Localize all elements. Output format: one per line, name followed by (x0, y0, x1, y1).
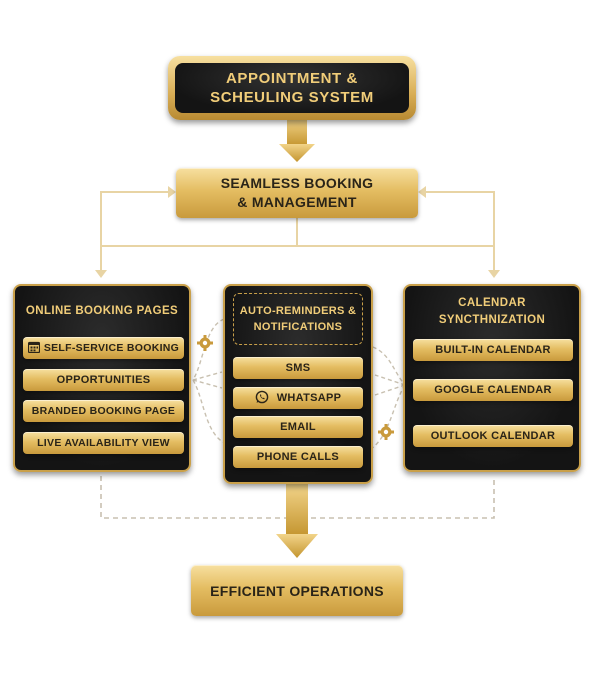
self-service-booking-button[interactable]: SELF-SERVICE BOOKING (23, 337, 184, 359)
efficient-operations-label: EFFICIENT OPERATIONS (210, 582, 384, 599)
seamless-line-2: & MANAGEMENT (237, 194, 357, 210)
live-availability-view-label: LIVE AVAILABILITY VIEW (37, 437, 170, 449)
email-button[interactable]: EMAIL (233, 416, 363, 438)
side-connectors (100, 191, 495, 272)
calendar-sync-title-line-2: SYNCTHNIZATION (438, 314, 546, 326)
arrow-to-efficient (276, 484, 318, 558)
arrow-title-to-booking (279, 118, 315, 162)
auto-reminders-title-line-2: NOTIFICATIONS (253, 321, 343, 333)
calendar-sync-title-line-1: CALENDAR (458, 297, 526, 309)
email-label: EMAIL (280, 421, 316, 433)
outlook-calendar-button[interactable]: OUTLOOK CALENDAR (413, 425, 573, 447)
self-service-booking-label: SELF-SERVICE BOOKING (43, 342, 180, 354)
sms-button[interactable]: SMS (233, 357, 363, 379)
dashed-right-loop (365, 344, 406, 453)
title-line-1: APPOINTMENT & (226, 70, 358, 87)
opportunities-button[interactable]: OPPORTUNITIES (23, 369, 184, 391)
branded-booking-page-button[interactable]: BRANDED BOOKING PAGE (23, 400, 184, 422)
seamless-line-1: SEAMLESS BOOKING (220, 175, 374, 191)
google-calendar-label: GOOGLE CALENDAR (434, 384, 552, 396)
phone-calls-button[interactable]: PHONE CALLS (233, 446, 363, 468)
efficient-operations-box: EFFICIENT OPERATIONS (191, 565, 403, 616)
online-booking-title: ONLINE BOOKING PAGES (25, 305, 179, 317)
built-in-calendar-button[interactable]: BUILT-IN CALENDAR (413, 339, 573, 361)
calendar-icon (27, 341, 40, 356)
live-availability-view-button[interactable]: LIVE AVAILABILITY VIEW (23, 432, 184, 454)
whatsapp-label: WHATSAPP (276, 392, 342, 404)
auto-reminders-title-box: AUTO-REMINDERS & NOTIFICATIONS (233, 293, 363, 345)
title-text: APPOINTMENT & SCHEULING SYSTEM (175, 63, 409, 113)
auto-reminders-title-line-1: AUTO-REMINDERS & (239, 305, 357, 317)
title-line-2: SCHEULING SYSTEM (210, 89, 374, 106)
whatsapp-icon (255, 390, 269, 407)
branded-booking-page-label: BRANDED BOOKING PAGE (31, 405, 176, 417)
calendar-sync-title: CALENDAR SYNCTHNIZATION (405, 295, 579, 329)
gear-icon (197, 335, 213, 351)
google-calendar-button[interactable]: GOOGLE CALENDAR (413, 379, 573, 401)
outlook-calendar-label: OUTLOOK CALENDAR (430, 430, 556, 442)
title-box: APPOINTMENT & SCHEULING SYSTEM (168, 56, 416, 120)
sms-label: SMS (285, 362, 311, 374)
whatsapp-button[interactable]: WHATSAPP (233, 387, 363, 409)
opportunities-label: OPPORTUNITIES (56, 374, 151, 386)
phone-calls-label: PHONE CALLS (256, 451, 340, 463)
gear-icon (378, 424, 394, 440)
seamless-booking-box: SEAMLESS BOOKING & MANAGEMENT (176, 168, 418, 218)
built-in-calendar-label: BUILT-IN CALENDAR (435, 344, 551, 356)
